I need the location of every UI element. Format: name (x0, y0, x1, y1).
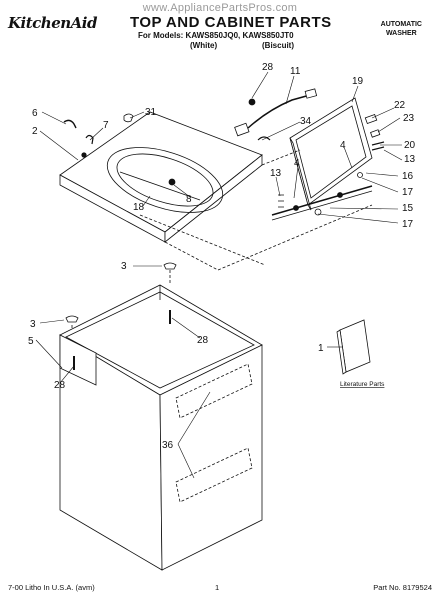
product-type: AUTOMATIC WASHER (381, 20, 422, 38)
callout-5: 5 (28, 336, 34, 347)
callout-16: 16 (402, 171, 414, 182)
leader-lines (35, 71, 403, 479)
callout-19: 19 (352, 76, 364, 87)
top-hardware (63, 113, 134, 158)
callout-3-left: 3 (30, 319, 36, 330)
callout-1: 1 (318, 343, 324, 354)
watermark: www.AppliancePartsPros.com (142, 2, 298, 14)
callout-2: 2 (32, 126, 38, 137)
callout-labels: 28 11 19 22 6 31 23 2 7 34 20 13 4 16 13… (28, 62, 416, 451)
print-info: 7-00 Litho In U.S.A. (avm) (8, 583, 95, 592)
callout-18: 18 (133, 202, 145, 213)
callout-4-left: 4 (294, 158, 300, 169)
model-numbers: For Models: KAWS850JQ0, KAWS850JT0 (138, 31, 294, 40)
callout-23: 23 (403, 113, 415, 124)
callout-31: 31 (145, 107, 157, 118)
callout-15: 15 (402, 203, 414, 214)
color-white: (White) (190, 41, 218, 50)
callout-17-bottom: 17 (402, 219, 414, 230)
callout-6: 6 (32, 108, 38, 119)
brand-logo: KitchenAid (8, 14, 97, 32)
callout-28-cabinet: 28 (197, 335, 209, 346)
product-line-2: WASHER (385, 30, 417, 37)
callout-11: 11 (290, 66, 301, 77)
callout-13-right: 13 (404, 154, 416, 165)
diagram-title: TOP AND CABINET PARTS (130, 14, 332, 31)
literature-booklet (336, 319, 371, 375)
lid-hinge-bracket (271, 185, 373, 221)
literature-parts-label: Literature Parts (340, 381, 385, 388)
callout-36: 36 (162, 440, 174, 451)
color-biscuit: (Biscuit) (262, 41, 294, 50)
callout-13-left: 13 (270, 168, 282, 179)
callout-4-right: 4 (340, 140, 346, 151)
page-number: 1 (215, 583, 220, 592)
callout-28-bracket: 28 (54, 380, 66, 391)
washer-cabinet (59, 262, 263, 571)
callout-28-top: 28 (262, 62, 274, 73)
washer-top-panel (59, 111, 263, 243)
callout-7: 7 (103, 120, 109, 131)
washer-lid (289, 97, 373, 211)
lid-switch-assembly (234, 88, 318, 141)
product-line-1: AUTOMATIC (380, 21, 422, 28)
part-number: Part No. 8179524 (373, 583, 432, 592)
callout-8: 8 (186, 194, 192, 205)
callout-22: 22 (394, 100, 406, 111)
callout-20: 20 (404, 140, 416, 151)
callout-3-top: 3 (121, 261, 127, 272)
callout-17-top: 17 (402, 187, 414, 198)
callout-34: 34 (300, 116, 312, 127)
lid-hardware (278, 113, 385, 216)
